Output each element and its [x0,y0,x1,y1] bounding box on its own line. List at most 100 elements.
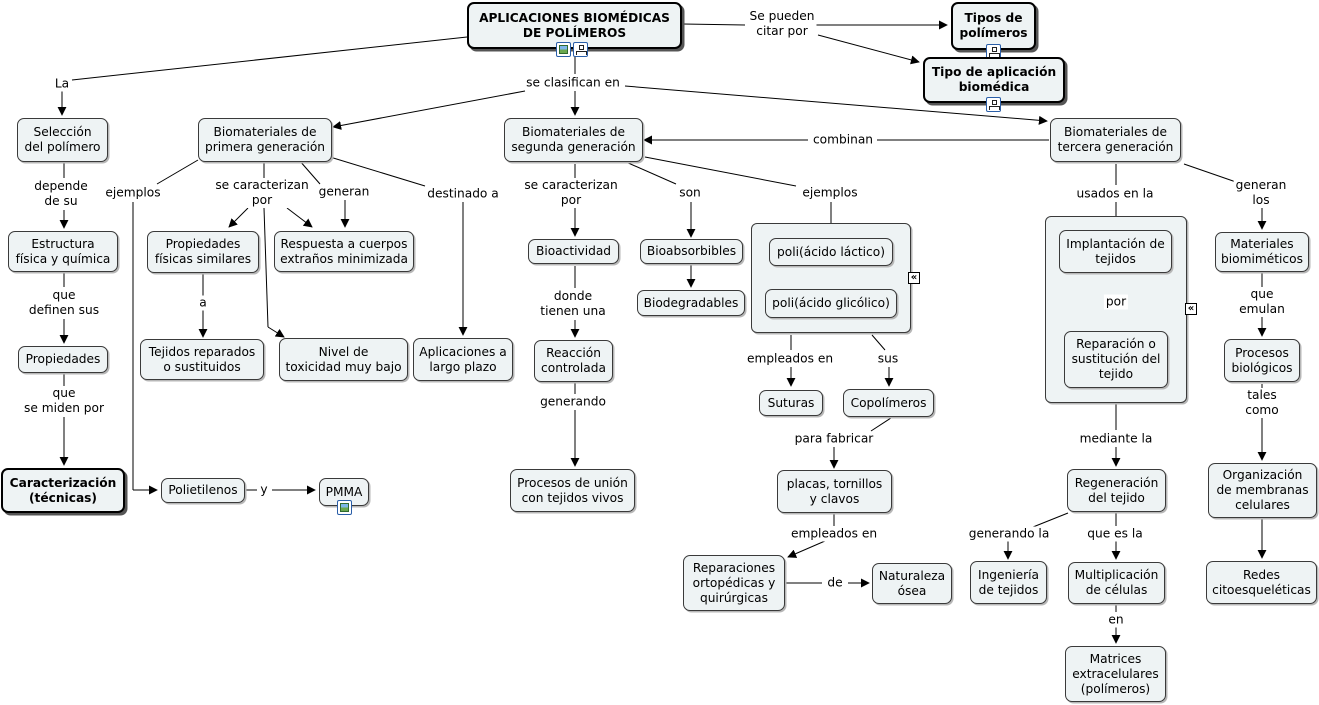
node-seleccion[interactable]: Selección del polímero [17,118,108,162]
node-caracterizacion-text: Caracterización (técnicas) [9,475,117,505]
link-tales-como: tales como [1233,388,1291,418]
node-bio2-text: Biomateriales de segunda generación [511,125,636,154]
node-implantacion-text: Implantación de tejidos [1066,236,1165,266]
node-organizacion[interactable]: Organización de membranas celulares [1208,463,1317,518]
node-tejidos-reparados-text: Tejidos reparados o sustituidos [148,344,256,374]
link-se-pueden: Se pueden citar por [747,9,817,39]
node-main-topic-text: APLICACIONES BIOMÉDICAS DE POLÍMEROS [479,10,670,40]
node-toxicidad[interactable]: Nivel de toxicidad muy bajo [279,338,408,381]
node-respuesta-text: Respuesta a cuerpos extraños minimizada [280,236,408,266]
link-generando-la: generando la [966,526,1052,542]
collapse-group-button[interactable]: « [908,272,920,284]
node-regeneracion-text: Regeneración del tejido [1074,475,1159,505]
node-respuesta[interactable]: Respuesta a cuerpos extraños minimizada [274,231,414,272]
link-para-fabricar: para fabricar [792,431,876,447]
node-regeneracion[interactable]: Regeneración del tejido [1067,469,1166,512]
node-procesos-union-text: Procesos de unión con tejidos vivos [517,475,628,505]
link-generando: generando [538,394,608,410]
node-organizacion-text: Organización de membranas celulares [1216,468,1309,512]
node-copolimeros-text: Copolímeros [850,395,927,410]
node-matrices-text: Matrices extracelulares (polímeros) [1072,651,1159,696]
node-naturaleza-text: Naturaleza ósea [878,568,946,598]
node-bioabsorbibles-text: Bioabsorbibles [646,244,737,258]
node-pla[interactable]: poli(ácido láctico) [769,238,893,266]
link-que-definen: que definen sus [26,288,102,318]
node-suturas-text: Suturas [767,395,815,410]
node-bio3[interactable]: Biomateriales de tercera generación [1050,118,1181,162]
node-pmma-text: PMMA [325,484,363,499]
image-icon[interactable] [337,500,352,515]
link-empleados-1: empleados en [744,351,836,367]
link-caracterizan-1: se caracterizan por [213,178,311,208]
node-polietilenos[interactable]: Polietilenos [161,478,245,503]
link-generan-1: generan [316,184,372,200]
link-donde: donde tienen una [538,289,608,319]
node-procesos-union[interactable]: Procesos de unión con tejidos vivos [510,469,635,512]
node-propiedades-fisicas-text: Propiedades físicas similares [154,237,252,266]
node-reaccion[interactable]: Reacción controlada [534,340,613,382]
node-bioactividad[interactable]: Bioactividad [528,239,619,264]
node-reparacion-tejido-text: Reparación o sustitución del tejido [1071,337,1161,381]
link-son: son [677,185,703,201]
node-ingenieria[interactable]: Ingeniería de tejidos [970,561,1047,604]
node-redes[interactable]: Redes citoesqueléticas [1206,561,1317,604]
node-reparacion-tejido[interactable]: Reparación o sustitución del tejido [1064,331,1168,388]
node-bio1[interactable]: Biomateriales de primera generación [198,118,332,162]
link-depende: depende de su [32,179,90,209]
node-multiplicacion[interactable]: Multiplicación de células [1068,562,1165,604]
node-pla-text: poli(ácido láctico) [777,244,885,259]
node-estructura[interactable]: Estructura física y química [8,231,118,272]
link-generan-los: generan los [1233,178,1289,208]
image-icon[interactable] [556,42,571,57]
link-ejemplos-1: ejemplos [103,185,163,201]
link-en: en [1106,612,1126,628]
node-redes-text: Redes citoesqueléticas [1212,567,1311,597]
node-suturas[interactable]: Suturas [759,390,823,416]
link-se-clasifican: se clasifican en [524,75,622,91]
node-bio1-text: Biomateriales de primera generación [204,125,326,154]
node-pga[interactable]: poli(ácido glicólico) [765,289,897,318]
node-caracterizacion[interactable]: Caracterización (técnicas) [1,468,125,513]
node-copolimeros[interactable]: Copolímeros [843,389,934,417]
node-biodegradables-text: Biodegradables [643,295,739,310]
node-bioabsorbibles[interactable]: Bioabsorbibles [640,239,743,264]
node-tipos-polimeros[interactable]: Tipos de polímeros [951,2,1036,50]
node-bioactividad-text: Bioactividad [535,244,612,258]
node-placas-text: placas, tornillos y clavos [786,476,883,506]
node-matrices[interactable]: Matrices extracelulares (polímeros) [1065,646,1166,702]
node-bio2[interactable]: Biomateriales de segunda generación [504,118,643,162]
collapse-group-button[interactable]: « [1185,303,1197,315]
sub-map-icon[interactable] [573,42,588,57]
link-de: de [825,575,845,591]
node-propiedades-fisicas[interactable]: Propiedades físicas similares [147,231,259,273]
node-procesos-biologicos-text: Procesos biológicos [1231,345,1293,375]
node-biodegradables[interactable]: Biodegradables [637,290,745,316]
link-caracterizan-2: se caracterizan por [522,178,620,208]
node-multiplicacion-text: Multiplicación de células [1074,568,1159,597]
link-usados: usados en la [1074,186,1156,202]
node-ingenieria-text: Ingeniería de tejidos [977,567,1040,597]
node-tejidos-reparados[interactable]: Tejidos reparados o sustituidos [140,339,264,380]
node-reparaciones[interactable]: Reparaciones ortopédicas y quirúrgicas [683,555,785,611]
link-la: La [52,76,72,92]
link-sus: sus [875,351,901,367]
link-ejemplos-2: ejemplos [800,185,860,201]
node-naturaleza[interactable]: Naturaleza ósea [872,563,952,604]
node-placas[interactable]: placas, tornillos y clavos [777,470,892,513]
link-mediante: mediante la [1077,431,1155,447]
sub-map-icon[interactable] [986,97,1001,112]
node-tipos-polimeros-text: Tipos de polímeros [959,11,1028,40]
node-largo-plazo[interactable]: Aplicaciones a largo plazo [413,338,513,381]
node-propiedades[interactable]: Propiedades [18,346,108,373]
node-estructura-text: Estructura física y química [15,236,111,266]
node-materiales-biomimeticos[interactable]: Materiales biomiméticos [1215,232,1309,272]
node-toxicidad-text: Nivel de toxicidad muy bajo [285,344,402,374]
node-bio3-text: Biomateriales de tercera generación [1057,125,1174,154]
node-procesos-biologicos[interactable]: Procesos biológicos [1224,339,1300,382]
node-implantacion[interactable]: Implantación de tejidos [1059,230,1172,273]
node-reaccion-text: Reacción controlada [541,346,606,375]
link-destinado: destinado a [425,186,501,202]
node-tipo-aplicacion-text: Tipo de aplicación biomédica [931,65,1057,94]
link-que-es: que es la [1085,526,1145,542]
